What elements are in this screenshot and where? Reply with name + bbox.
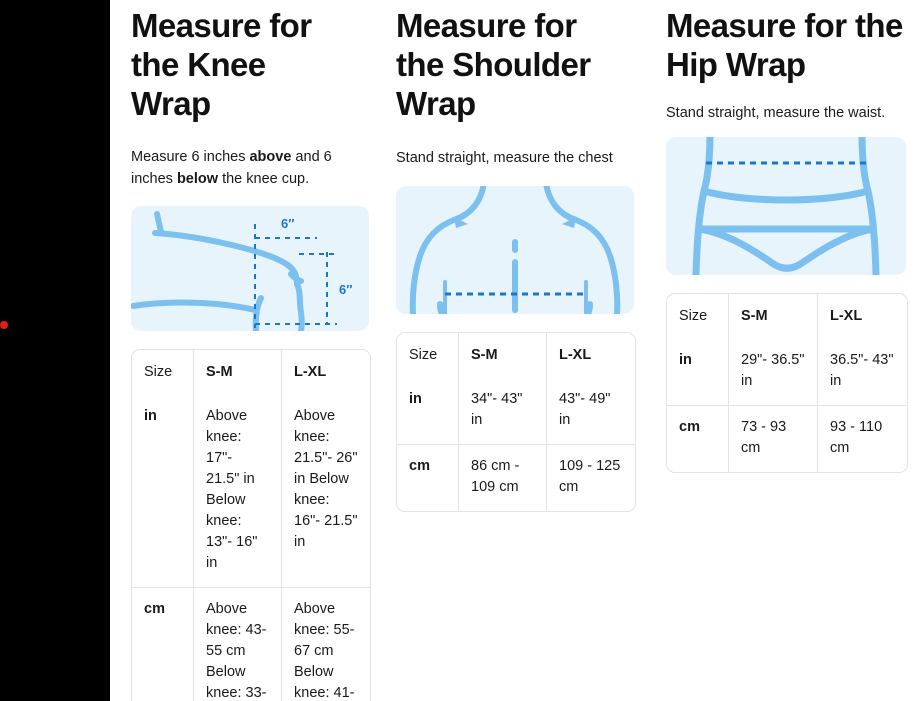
shoulder-section-description: Stand straight, measure the chest <box>396 150 613 166</box>
hip-row-in-unit: in <box>667 339 729 406</box>
knee-table-body: in Above knee: 17"- 21.5" in Below knee:… <box>132 395 370 701</box>
shoulder-header-lxl: L-XL <box>559 347 592 363</box>
hip-diagram-svg <box>692 137 880 275</box>
knee-desc-part-1: above <box>249 149 292 165</box>
knee-row-cm-sm: Above knee: 43- 55 cm Below knee: 33- 41… <box>194 588 282 701</box>
table-row: in 29"- 36.5" in 36.5"- 43" in <box>667 339 907 406</box>
shoulder-header-size: Size <box>397 333 459 378</box>
knee-leg-strokes <box>131 211 305 331</box>
section-shoulder-wrap: Measure for the Shoulder Wrap Stand stra… <box>378 0 646 512</box>
shoulder-torso-strokes <box>409 186 621 314</box>
shoulder-row-cm-unit: cm <box>397 445 459 511</box>
knee-diagram-figure: 6″ 6″ <box>131 206 369 331</box>
knee-dimension-label-side: 6″ <box>339 282 352 297</box>
hip-diagram-figure <box>666 137 906 275</box>
table-row: cm 73 - 93 cm 93 - 110 cm <box>667 406 907 472</box>
knee-header-sm: S-M <box>194 350 282 395</box>
hip-body-strokes <box>692 137 880 275</box>
hip-row-cm-lxl: 93 - 110 cm <box>830 419 883 456</box>
shoulder-section-title: Measure for the Shoulder Wrap <box>396 7 591 122</box>
knee-desc-part-0: Measure 6 inches <box>131 149 250 165</box>
knee-section-description: Measure 6 inches above and 6 inches belo… <box>131 146 339 190</box>
hip-header-size: Size <box>667 294 729 339</box>
cursor-dot-indicator <box>0 321 8 329</box>
hip-header-lxl: L-XL <box>830 308 863 324</box>
knee-row-in-sm: Above knee: 17"- 21.5" in Below knee: 13… <box>194 395 282 588</box>
shoulder-row-in-lxl: 43"- 49" in <box>547 378 635 445</box>
section-knee-wrap: Measure for the Knee Wrap Measure 6 inch… <box>110 0 378 701</box>
shoulder-row-in-unit: in <box>397 378 459 445</box>
table-header-row: Size S-M L-XL <box>397 333 635 378</box>
section-hip-wrap: Measure for the Hip Wrap Stand straight,… <box>646 0 924 473</box>
size-guide-columns: Measure for the Knee Wrap Measure 6 inch… <box>110 0 924 701</box>
knee-section-title: Measure for the Knee Wrap <box>131 7 312 122</box>
table-row: cm Above knee: 43- 55 cm Below knee: 33-… <box>132 588 370 701</box>
shoulder-row-cm-sm: 86 cm - 109 cm <box>459 445 547 511</box>
knee-table-head: Size S-M L-XL <box>132 350 370 395</box>
shoulder-diagram-figure <box>396 186 634 314</box>
knee-header-lxl: L-XL <box>294 364 327 380</box>
knee-header-size: Size <box>132 350 194 395</box>
table-header-row: Size S-M L-XL <box>132 350 370 395</box>
shoulder-row-cm-lxl: 109 - 125 cm <box>559 458 621 495</box>
knee-row-cm-lxl: Above knee: 55- 67 cm Below knee: 41- 55… <box>294 601 355 701</box>
shoulder-arrowheads <box>454 217 576 228</box>
knee-size-table: Size S-M L-XL in Above knee: 17"- 21.5" … <box>131 349 371 701</box>
table-row: in Above knee: 17"- 21.5" in Below knee:… <box>132 395 370 588</box>
left-sidebar-panel <box>0 0 110 701</box>
hip-section-title: Measure for the Hip Wrap <box>666 7 903 83</box>
hip-size-table: Size S-M L-XL in 29"- 36.5" in 36.5"- 43… <box>666 293 908 473</box>
shoulder-size-table: Size S-M L-XL in 34"- 43" in 43"- 49" in… <box>396 332 636 512</box>
hip-row-in-lxl: 36.5"- 43" in <box>818 339 907 406</box>
hip-row-in-sm: 29"- 36.5" in <box>729 339 818 406</box>
shoulder-header-sm: S-M <box>459 333 547 378</box>
knee-dimension-label-top: 6″ <box>281 216 294 231</box>
table-row: in 34"- 43" in 43"- 49" in <box>397 378 635 445</box>
shoulder-table-head: Size S-M L-XL <box>397 333 635 378</box>
shoulder-diagram-svg <box>409 186 621 314</box>
knee-desc-part-2: and 6 inches <box>131 149 332 187</box>
knee-row-in-unit: in <box>132 395 194 588</box>
knee-diagram-svg: 6″ 6″ <box>131 211 352 331</box>
hip-row-cm-unit: cm <box>667 406 729 472</box>
knee-row-cm-unit: cm <box>132 588 194 701</box>
shoulder-table-body: in 34"- 43" in 43"- 49" in cm 86 cm - 10… <box>397 378 635 511</box>
knee-row-in-lxl: Above knee: 21.5"- 26" in Below knee: 16… <box>282 395 370 588</box>
knee-desc-part-3: below <box>176 171 219 187</box>
hip-section-description: Stand straight, measure the waist. <box>666 105 886 121</box>
knee-desc-part-4: the knee cup. <box>218 171 310 187</box>
hip-table-head: Size S-M L-XL <box>667 294 907 339</box>
hip-header-sm: S-M <box>729 294 818 339</box>
table-row: cm 86 cm - 109 cm 109 - 125 cm <box>397 445 635 511</box>
knee-dimension-lines <box>254 224 337 328</box>
shoulder-row-in-sm: 34"- 43" in <box>459 378 547 445</box>
shoulder-measure-end-ticks <box>443 280 588 314</box>
hip-table-body: in 29"- 36.5" in 36.5"- 43" in cm 73 - 9… <box>667 339 907 472</box>
hip-row-cm-sm: 73 - 93 cm <box>729 406 818 472</box>
table-header-row: Size S-M L-XL <box>667 294 907 339</box>
